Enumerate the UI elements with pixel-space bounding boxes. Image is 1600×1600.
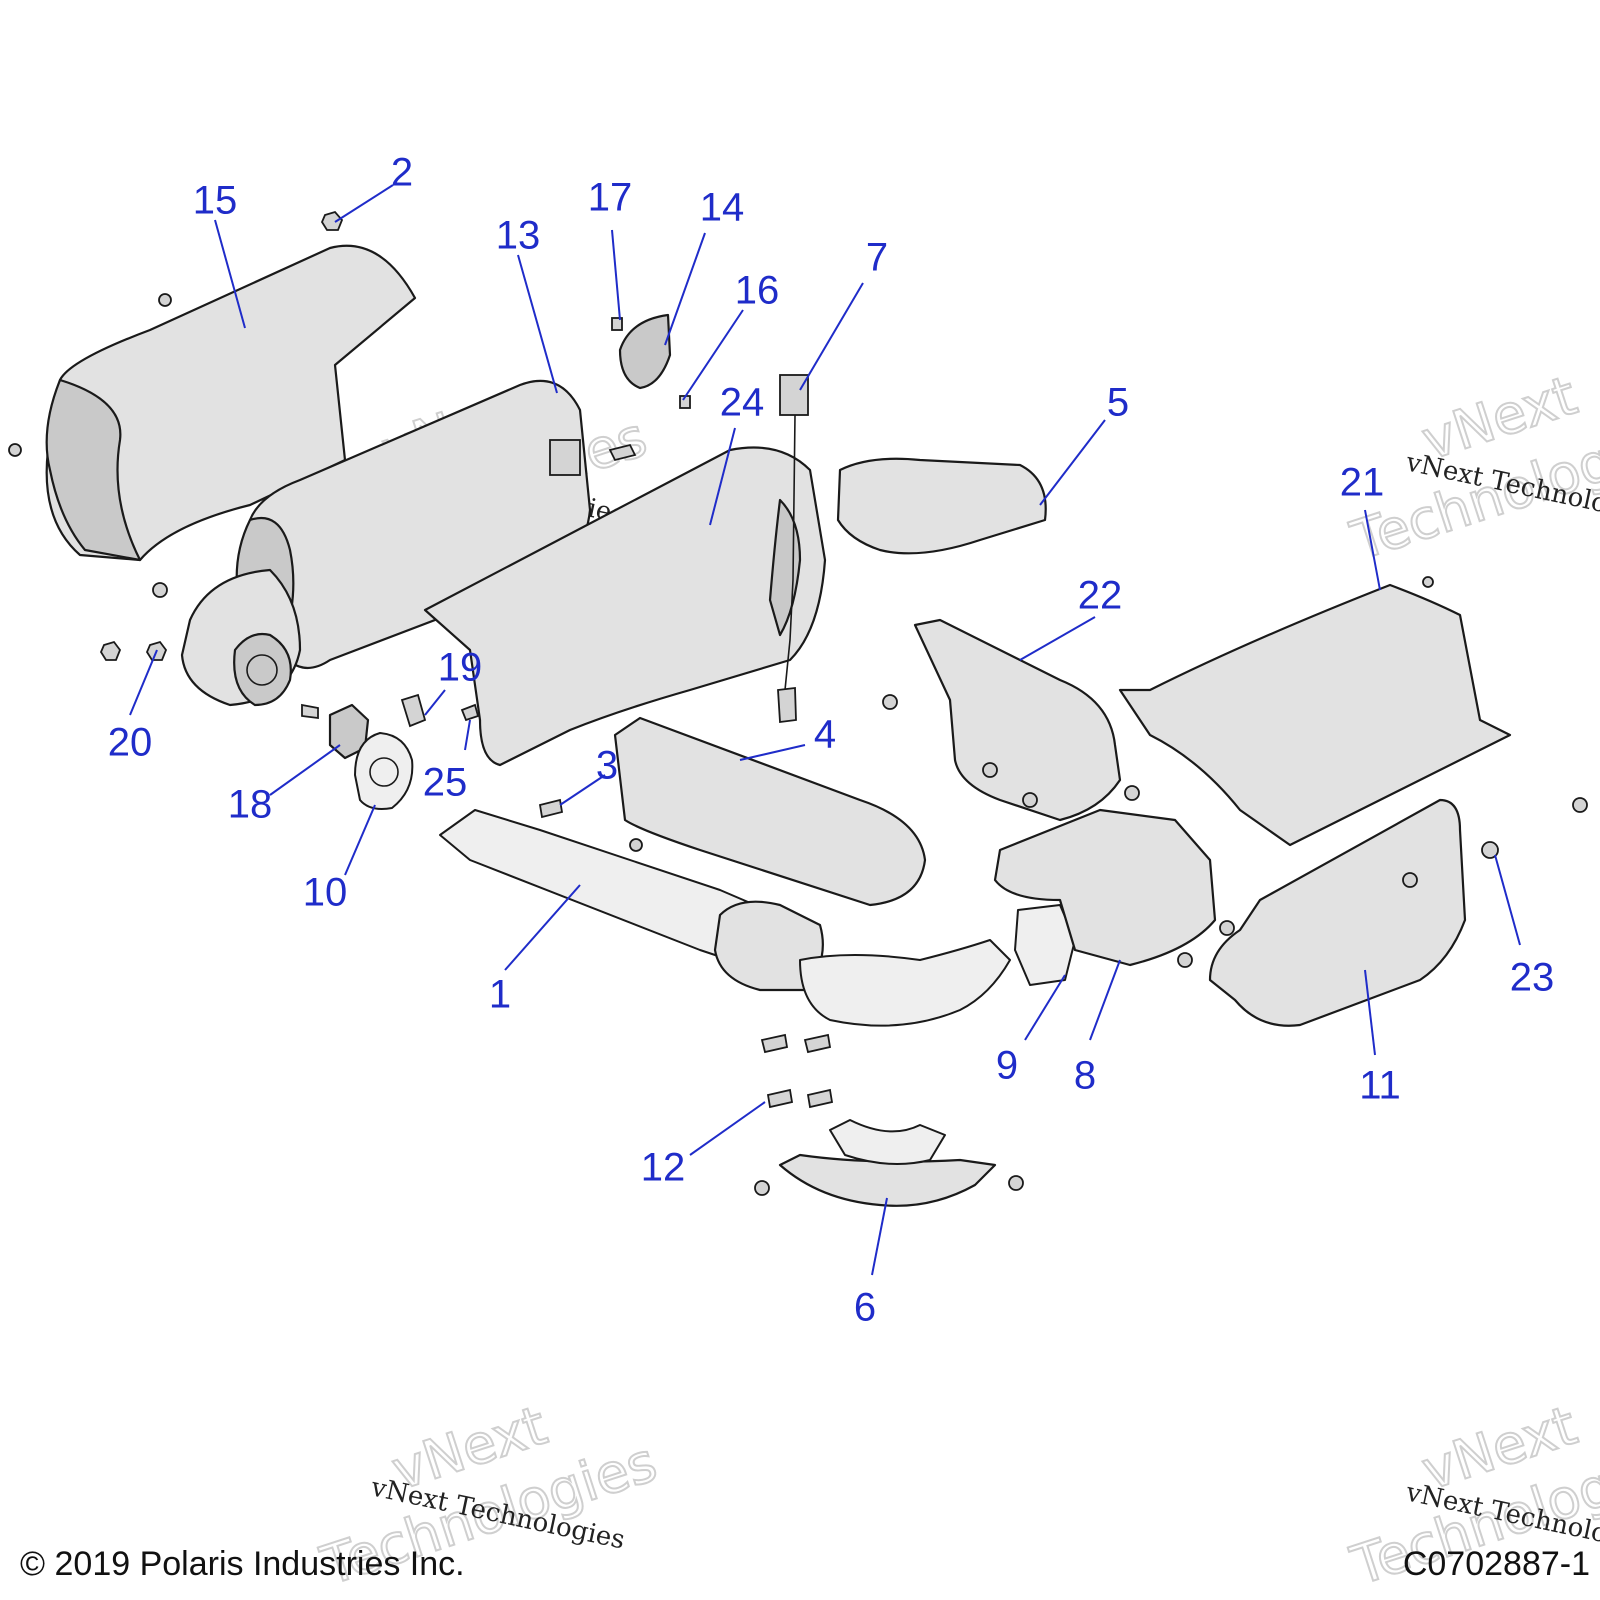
part-15-muffler-heat-shield — [8, 244, 417, 598]
leader-24 — [709, 427, 736, 526]
callout-11: 11 — [1359, 1064, 1401, 1108]
callout-13: 13 — [496, 214, 541, 258]
part-5-heat-shield — [836, 457, 1047, 555]
callout-5: 5 — [1107, 381, 1129, 425]
part-13-muffler — [180, 379, 637, 720]
callout-16: 16 — [735, 269, 780, 313]
leader-14 — [664, 232, 706, 346]
part-11-lower-heat-shield — [1208, 798, 1467, 1027]
callout-25: 25 — [423, 761, 468, 805]
part-17-fastener — [611, 317, 623, 331]
part-9-gasket — [1014, 904, 1076, 986]
part-8-manifold-cover — [993, 808, 1235, 968]
leader-7 — [799, 282, 864, 391]
callout-10: 10 — [303, 871, 348, 915]
callout-20: 20 — [108, 721, 153, 765]
callout-15: 15 — [193, 179, 238, 223]
copyright-text: © 2019 Polaris Industries Inc. — [20, 1545, 465, 1583]
callout-8: 8 — [1074, 1054, 1096, 1098]
callout-18: 18 — [228, 783, 273, 827]
leader-4 — [739, 744, 806, 761]
part-4-bracket-shield — [613, 716, 927, 907]
part-10-gasket — [354, 732, 414, 810]
part-19-spring — [400, 693, 427, 728]
part-14-tail-cap — [618, 313, 672, 390]
leader-18 — [269, 744, 341, 796]
leader-19 — [424, 689, 446, 716]
callout-23: 23 — [1510, 956, 1555, 1000]
leader-21 — [1364, 509, 1381, 591]
leader-13 — [517, 254, 558, 394]
part-21-large-heat-shield — [1118, 576, 1512, 847]
part-12-bolts — [760, 1033, 834, 1109]
part-7-oxygen-sensor — [777, 374, 809, 724]
leader-6 — [871, 1197, 888, 1276]
leader-22 — [1019, 616, 1096, 661]
leader-20 — [129, 649, 158, 716]
leader-11 — [1364, 969, 1376, 1056]
leader-1 — [504, 884, 581, 971]
part-22-heat-shield — [882, 618, 1140, 822]
leader-23 — [1494, 854, 1521, 946]
leader-16 — [682, 309, 744, 401]
part-20-nuts — [99, 640, 168, 661]
callout-1: 1 — [489, 973, 511, 1017]
callout-7: 7 — [866, 236, 888, 280]
callout-21: 21 — [1340, 461, 1385, 505]
callout-3: 3 — [596, 744, 618, 788]
part-6-lower-clamp-shield — [754, 1119, 1024, 1207]
callout-labels: 1 2 3 4 5 6 7 8 9 10 11 12 13 14 15 16 1… — [108, 151, 1555, 1330]
leader-15 — [214, 219, 246, 329]
leader-2 — [334, 184, 394, 223]
leader-9 — [1024, 974, 1066, 1041]
leader-3 — [559, 774, 606, 806]
part-1-head-pipe — [439, 809, 1011, 1027]
callout-6: 6 — [854, 1286, 876, 1330]
callout-12: 12 — [641, 1146, 686, 1190]
leader-25 — [464, 719, 471, 751]
leader-12 — [689, 1101, 766, 1156]
callout-24: 24 — [720, 381, 765, 425]
leader-5 — [1039, 419, 1106, 506]
leader-lines — [129, 184, 1521, 1276]
part-3-bolt — [538, 798, 564, 819]
leader-17 — [611, 229, 621, 321]
callout-19: 19 — [438, 646, 483, 690]
callout-17: 17 — [588, 176, 633, 220]
callout-2: 2 — [391, 151, 413, 195]
part-23-bolts — [1481, 797, 1588, 859]
part-2-nut — [320, 210, 344, 231]
callout-14: 14 — [700, 186, 745, 230]
leader-10 — [344, 804, 376, 876]
part-25-bolt — [460, 703, 480, 722]
leader-8 — [1089, 959, 1121, 1041]
callout-9: 9 — [996, 1044, 1018, 1088]
callout-22: 22 — [1078, 574, 1123, 618]
callout-4: 4 — [814, 713, 836, 757]
drawing-number: C0702887-1 — [1402, 1545, 1590, 1583]
